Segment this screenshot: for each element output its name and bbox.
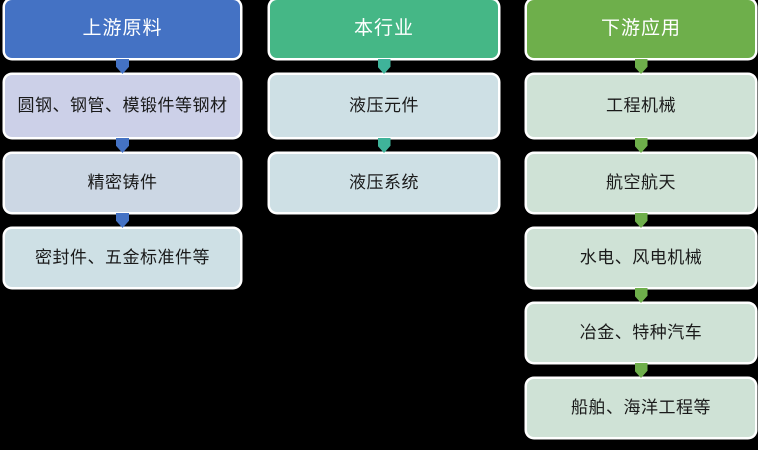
arrow-connector <box>527 287 755 304</box>
column-header-industry: 本行业 <box>270 0 498 58</box>
down-arrow-icon <box>634 213 648 228</box>
down-arrow-icon <box>377 138 391 153</box>
node-upstream-3: 密封件、五金标准件等 <box>5 229 240 287</box>
down-arrow-icon <box>377 59 391 74</box>
column-downstream: 下游应用 工程机械 航空航天 水电、风电机械 冶金、特种汽车 船舶、海洋工程等 <box>527 0 755 437</box>
arrow-connector <box>527 137 755 154</box>
arrow-connector <box>5 58 240 75</box>
down-arrow-icon <box>116 59 129 74</box>
node-downstream-5: 船舶、海洋工程等 <box>527 379 755 437</box>
down-arrow-icon <box>634 288 648 303</box>
node-downstream-3: 水电、风电机械 <box>527 229 755 287</box>
down-arrow-icon <box>634 363 648 378</box>
column-upstream: 上游原料 圆钢、钢管、模锻件等钢材 精密铸件 密封件、五金标准件等 <box>5 0 240 287</box>
node-downstream-2: 航空航天 <box>527 154 755 212</box>
column-header-upstream: 上游原料 <box>5 0 240 58</box>
arrow-connector <box>270 137 498 154</box>
node-industry-2: 液压系统 <box>270 154 498 212</box>
column-industry: 本行业 液压元件 液压系统 <box>270 0 498 212</box>
arrow-connector <box>5 212 240 229</box>
arrow-connector <box>5 137 240 154</box>
arrow-connector <box>527 362 755 379</box>
arrow-connector <box>270 58 498 75</box>
down-arrow-icon <box>116 213 129 228</box>
node-downstream-4: 冶金、特种汽车 <box>527 304 755 362</box>
node-downstream-1: 工程机械 <box>527 75 755 137</box>
arrow-connector <box>527 58 755 75</box>
arrow-connector <box>527 212 755 229</box>
down-arrow-icon <box>634 138 648 153</box>
node-industry-1: 液压元件 <box>270 75 498 137</box>
node-upstream-1: 圆钢、钢管、模锻件等钢材 <box>5 75 240 137</box>
down-arrow-icon <box>116 138 129 153</box>
node-upstream-2: 精密铸件 <box>5 154 240 212</box>
column-header-downstream: 下游应用 <box>527 0 755 58</box>
down-arrow-icon <box>634 59 648 74</box>
